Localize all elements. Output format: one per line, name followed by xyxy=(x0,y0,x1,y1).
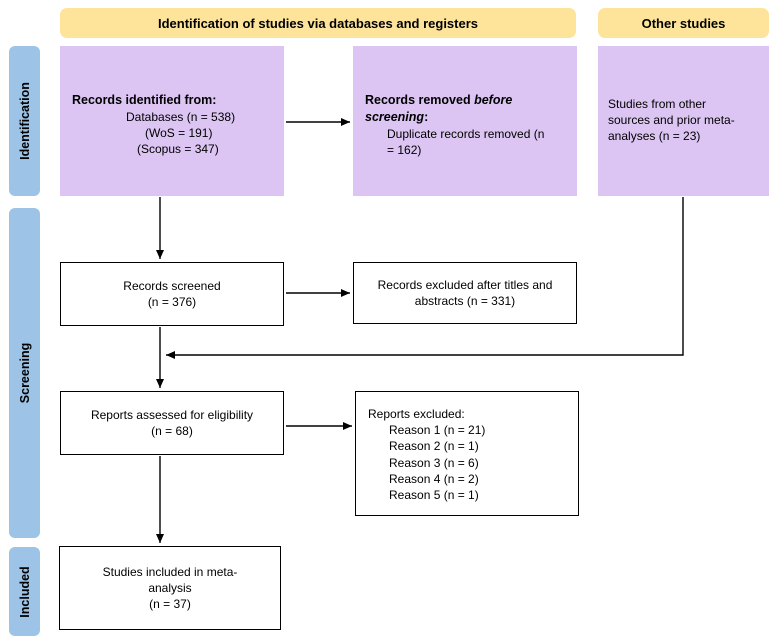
records-removed-title: Records removed before screening: xyxy=(365,92,569,126)
header-other-studies: Other studies xyxy=(598,8,769,38)
studies-included-box: Studies included in meta- analysis (n = … xyxy=(59,546,281,630)
reports-excluded-title: Reports excluded: xyxy=(368,407,465,421)
studies-included-line1: Studies included in meta- xyxy=(102,564,238,579)
other-sources-line2: sources and prior meta- xyxy=(608,113,735,128)
phase-screening-bar: Screening xyxy=(9,208,40,538)
other-sources-line1: Studies from other xyxy=(608,97,707,111)
records-removed-box: Records removed before screening: Duplic… xyxy=(353,46,577,196)
reports-assessed-box: Reports assessed for eligibility (n = 68… xyxy=(60,391,284,455)
reports-excluded-reason-2: Reason 2 (n = 1) xyxy=(389,439,479,454)
records-identified-title: Records identified from: xyxy=(72,93,217,107)
phase-identification-bar: Identification xyxy=(9,46,40,196)
phase-included-bar: Included xyxy=(9,547,40,636)
records-identified-databases: Databases (n = 538) xyxy=(126,109,236,124)
header-databases-registers-label: Identification of studies via databases … xyxy=(157,15,479,31)
reports-excluded-reason-5: Reason 5 (n = 1) xyxy=(389,487,479,502)
records-removed-title-prefix: Records removed xyxy=(365,93,475,107)
records-removed-title-suffix: : xyxy=(424,109,429,124)
records-excluded-line1: Records excluded after titles and xyxy=(377,277,553,292)
reports-excluded-box: Reports excluded: Reason 1 (n = 21) Reas… xyxy=(355,391,579,516)
records-screened-label: Records screened xyxy=(123,278,221,293)
records-excluded-box: Records excluded after titles and abstra… xyxy=(353,262,577,324)
header-other-studies-label: Other studies xyxy=(641,15,726,31)
records-identified-box: Records identified from: Databases (n = … xyxy=(60,46,284,196)
studies-included-line3: (n = 37) xyxy=(149,597,191,612)
arrow-other-sources-to-screening xyxy=(166,197,684,359)
records-identified-scopus: (Scopus = 347) xyxy=(137,142,219,157)
records-excluded-line2: abstracts (n = 331) xyxy=(414,294,516,308)
reports-excluded-reason-1: Reason 1 (n = 21) xyxy=(389,423,486,438)
records-removed-duplicates: Duplicate records removed (n xyxy=(387,126,545,141)
reports-excluded-reason-4: Reason 4 (n = 2) xyxy=(389,471,479,486)
other-sources-box: Studies from other sources and prior met… xyxy=(598,46,769,196)
reports-assessed-label: Reports assessed for eligibility xyxy=(90,407,254,422)
studies-included-line2: analysis xyxy=(148,580,192,595)
records-screened-box: Records screened (n = 376) xyxy=(60,262,284,326)
records-removed-title-italic: before screening xyxy=(365,93,513,124)
other-sources-line3: analyses (n = 23) xyxy=(608,129,701,144)
records-screened-count: (n = 376) xyxy=(147,295,197,309)
reports-assessed-count: (n = 68) xyxy=(151,424,193,438)
header-databases-registers: Identification of studies via databases … xyxy=(60,8,576,38)
reports-excluded-reason-3: Reason 3 (n = 6) xyxy=(389,455,479,470)
records-identified-wos: (WoS = 191) xyxy=(145,126,213,141)
records-removed-duplicates-count: = 162) xyxy=(387,142,422,157)
